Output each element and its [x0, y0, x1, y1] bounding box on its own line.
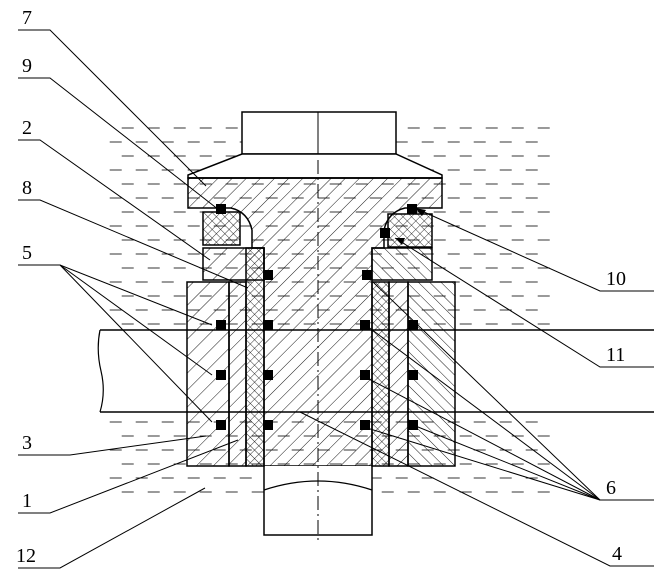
- label-2: 2: [22, 117, 32, 139]
- label-1: 1: [22, 490, 32, 512]
- label-6: 6: [606, 477, 616, 499]
- bolt-head-top: [242, 112, 396, 154]
- label-10: 10: [606, 268, 626, 290]
- seal-11: [388, 214, 432, 247]
- label-3: 3: [22, 432, 32, 454]
- seal-9: [203, 212, 240, 245]
- flange-7: [188, 154, 442, 178]
- label-11: 11: [606, 344, 625, 366]
- label-9: 9: [22, 55, 32, 77]
- label-8: 8: [22, 177, 32, 199]
- label-4: 4: [612, 543, 622, 565]
- label-7: 7: [22, 7, 32, 29]
- label-12: 12: [16, 545, 36, 567]
- label-5: 5: [22, 242, 32, 264]
